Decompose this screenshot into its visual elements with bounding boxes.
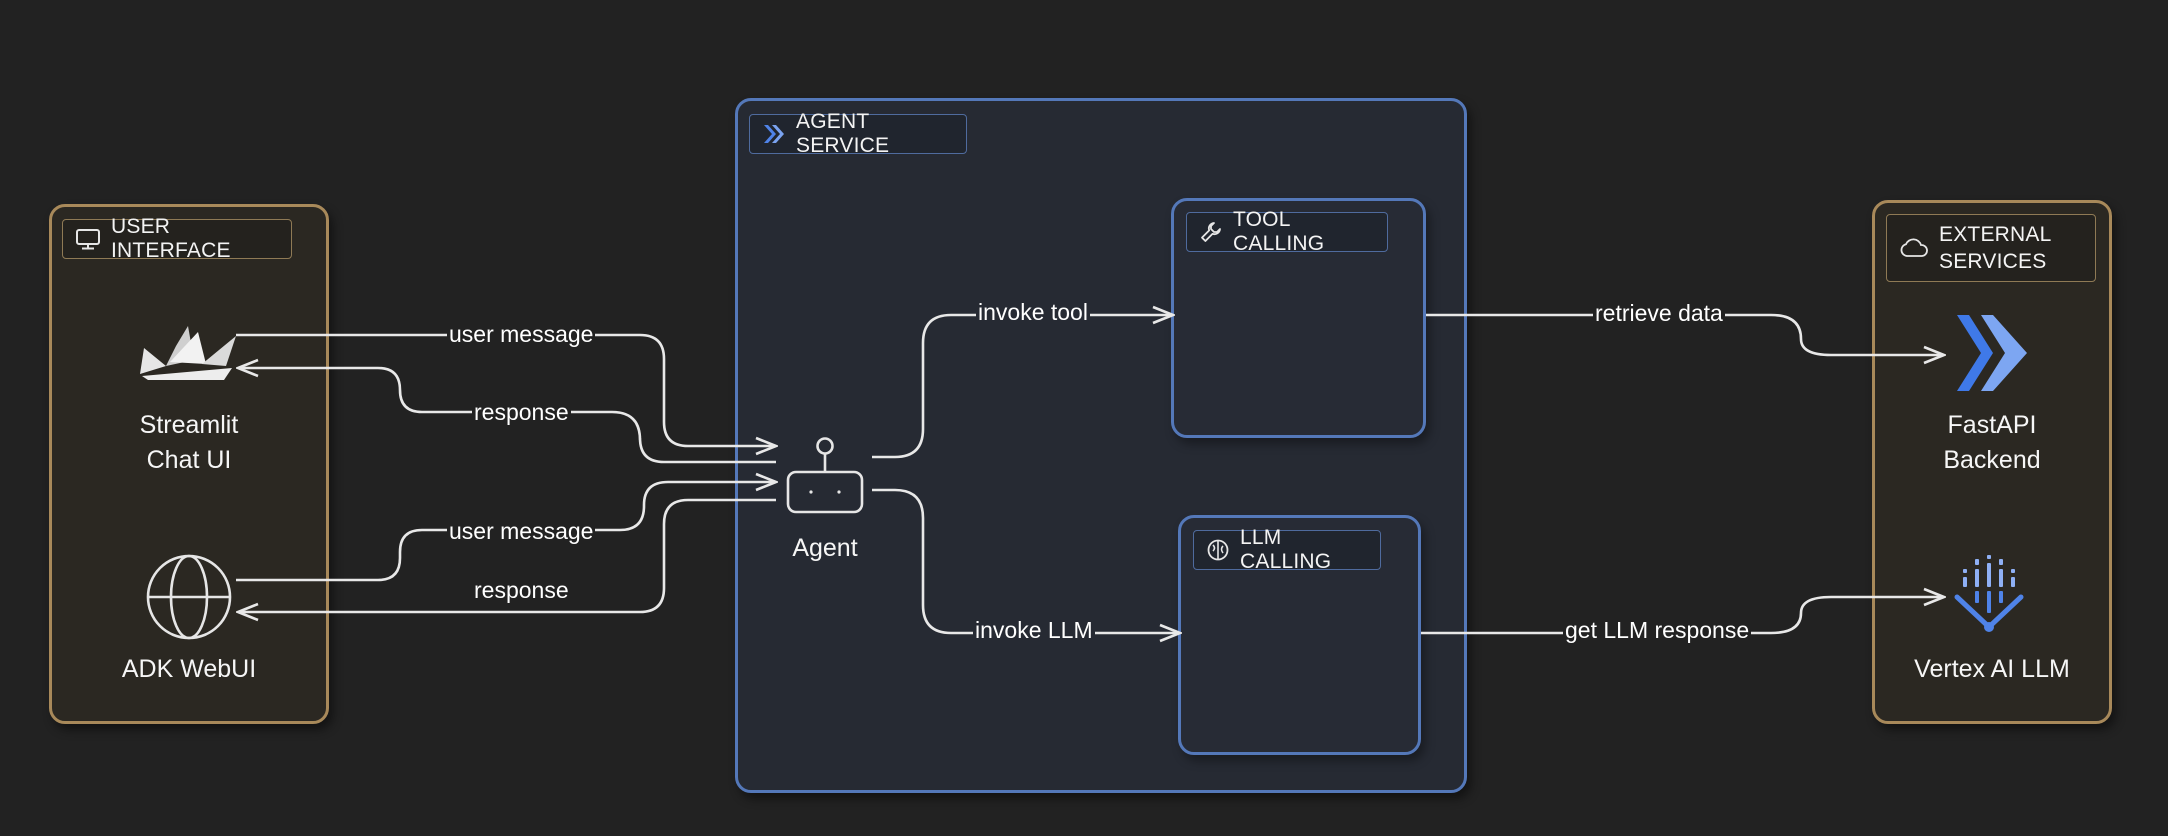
chevrons-icon [762,123,786,145]
wrench-icon [1199,220,1223,244]
monitor-icon [75,227,101,251]
brain-icon [1206,538,1230,562]
edge-label-invoke-llm: invoke LLM [973,616,1095,644]
llm-calling-title: LLM CALLING [1240,526,1332,573]
cloud-icon [1899,237,1929,259]
tool-calling-title: TOOL CALLING [1233,208,1325,255]
streamlit-crown-icon [136,324,240,387]
llm-calling-tag: LLM CALLING [1193,526,1381,573]
edge-invoke-llm [872,488,1180,633]
edge-streamlit-user-message [236,333,776,446]
agent-service-title: AGENT SERVICE [796,110,890,157]
edge-get-llm-response [1421,597,1944,635]
edge-label-get-llm-response: get LLM response [1563,616,1752,644]
external-services-title: EXTERNAL SERVICES [1939,223,2052,273]
streamlit-chat-ui-label: Streamlit Chat UI [139,411,239,474]
agent-label: Agent [792,534,858,562]
globe-icon [145,553,233,646]
external-services-group [1872,200,2112,724]
chevrons-icon [1955,313,2029,398]
robot-icon [786,434,864,519]
tool-calling-tag: TOOL CALLING [1186,208,1388,255]
edge-label-retrieve-data: retrieve data [1593,299,1725,327]
user-interface-title: USER INTERFACE [111,215,231,262]
edge-label-adk-response: response [472,576,571,604]
vertex-ai-icon [1953,555,2027,640]
agent-service-tag: AGENT SERVICE [749,110,967,157]
edge-invoke-tool [872,315,1173,459]
adk-webui-label: ADK WebUI [121,655,257,683]
edge-label-streamlit-user-message: user message [447,320,596,348]
edge-adk-response [238,498,776,612]
edge-label-invoke-tool: invoke tool [976,298,1090,326]
edge-label-adk-user-message: user message [447,517,596,545]
external-services-tag: EXTERNAL SERVICES [1886,214,2096,282]
edge-label-streamlit-response: response [472,398,571,426]
vertex-ai-llm-label: Vertex AI LLM [1914,655,2070,683]
user-interface-tag: USER INTERFACE [62,215,292,262]
fastapi-backend-label: FastAPI Backend [1943,411,2041,474]
edge-retrieve-data [1426,313,1944,355]
edge-streamlit-response [238,368,776,464]
